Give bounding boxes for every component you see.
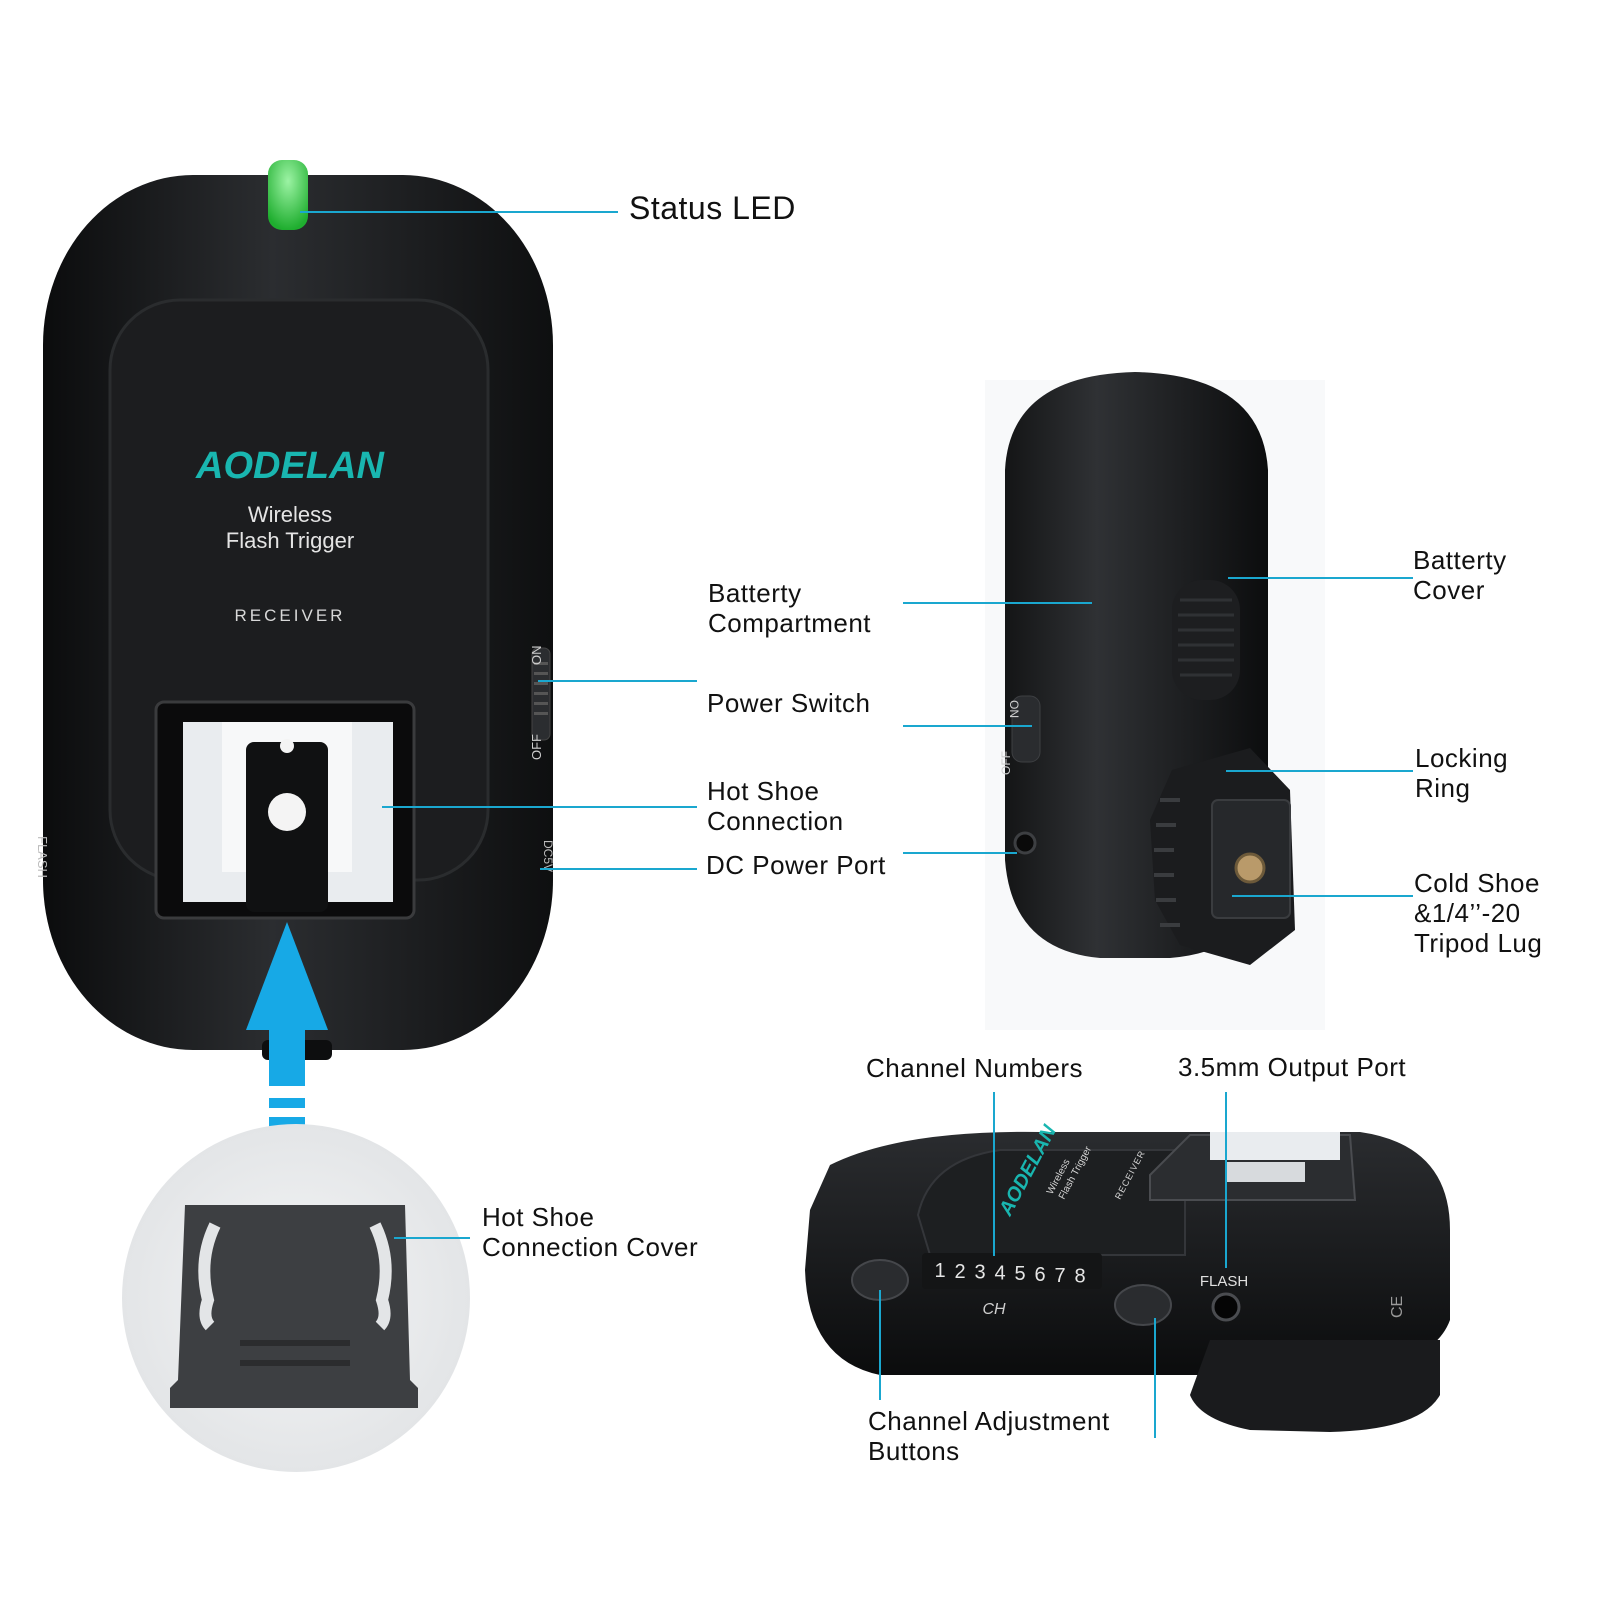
channel-number-strip [922,1253,1102,1289]
channel-number-8: 8 [1074,1266,1085,1288]
hot-shoe-metal-plate [183,722,393,912]
callout-channel-buttons: Channel Adjustment Buttons [868,1406,1110,1466]
front-product-line1: Wireless [248,502,332,527]
callout-battery-compartment: Batterty Compartment [708,578,871,638]
side-switch-on: ON [1007,700,1021,718]
leader-lines [300,211,1413,1438]
callout-cold-shoe: Cold Shoe &1/4’’-20 Tripod Lug [1414,868,1543,958]
callout-locking-ring: Locking Ring [1415,743,1509,803]
callout-power-switch: Power Switch [707,688,871,718]
front-side-flash-text: FLASH [35,836,50,878]
bottom-ce-mark: CE [1389,1296,1406,1318]
callout-battery-cover: Batterty Cover [1413,545,1507,605]
status-led-icon [268,160,308,230]
battery-cover-grip [1172,580,1240,700]
bottom-flash-label: FLASH [1200,1273,1248,1290]
channel-ch-label: CH [982,1301,1006,1318]
channel-number-7: 7 [1054,1265,1065,1287]
bottom-locking-ring [1190,1340,1440,1432]
front-model-text: RECEIVER [235,606,346,625]
channel-number-2: 2 [954,1261,965,1283]
channel-number-6: 6 [1034,1264,1045,1286]
output-port-jack [1211,1292,1241,1322]
hot-shoe-cover-illustration [122,1124,470,1472]
callout-hot-shoe-cover: Hot Shoe Connection Cover [482,1202,699,1262]
front-receiver-device: AODELAN Wireless Flash Trigger RECEIVER … [35,160,555,1060]
callout-dc-power-port: DC Power Port [706,850,886,880]
bottom-receiver-device: AODELAN Wireless Flash Trigger RECEIVER … [805,1121,1450,1432]
front-side-dc-text: DC5V [541,840,555,872]
channel-number-1: 1 [934,1260,945,1282]
callout-status-led: Status LED [629,190,796,226]
side-power-switch [1011,695,1041,763]
callout-channel-numbers: Channel Numbers [866,1053,1084,1083]
front-product-line2: Flash Trigger [226,528,354,553]
locking-ring-and-cold-shoe [1150,748,1295,965]
front-brand-text: AODELAN [195,445,385,487]
side-dc-port [1013,831,1037,855]
callout-output-port: 3.5mm Output Port [1178,1052,1407,1082]
front-switch-on: ON [529,646,544,666]
channel-number-5: 5 [1014,1263,1025,1285]
channel-up-button [1114,1284,1172,1326]
side-switch-off: OFF [999,751,1013,775]
side-receiver-device: ON OFF [985,372,1325,1030]
front-switch-off: OFF [529,734,544,760]
channel-number-3: 3 [974,1262,985,1284]
channel-number-4: 4 [994,1262,1005,1284]
callout-hot-shoe-connection: Hot Shoe Connection [707,776,844,836]
